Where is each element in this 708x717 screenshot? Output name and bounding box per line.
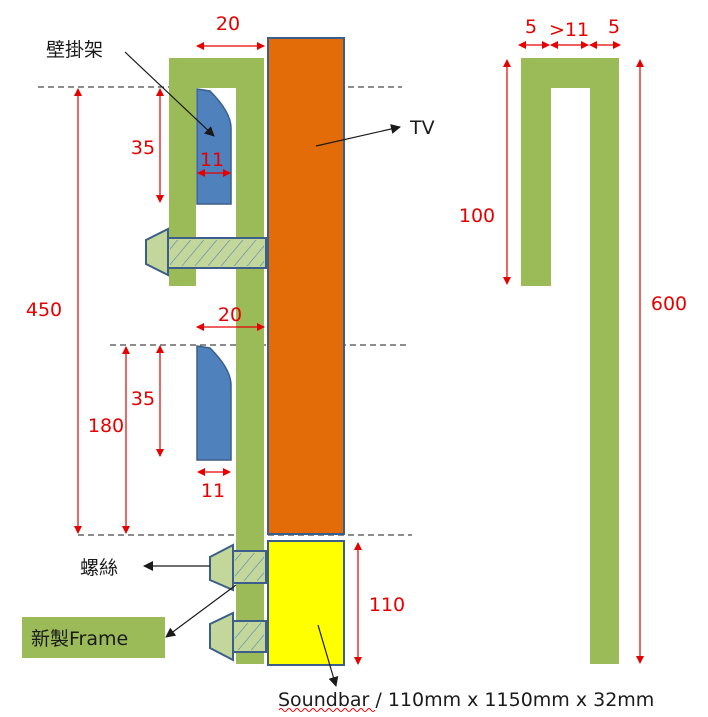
profile-bracket-shape <box>521 58 619 664</box>
leader-wall-bracket <box>124 51 215 137</box>
wall-bracket-shape <box>169 58 264 664</box>
leader-new-frame <box>165 584 237 638</box>
leader-soundbar <box>317 624 339 687</box>
new-frame-label-box <box>22 617 165 658</box>
dim-profile-short-leg: 100 <box>459 205 495 227</box>
label-soundbar: Soundbar / 110mm x 1150mm x 32mm <box>278 689 654 711</box>
label-wall-bracket: 壁掛架 <box>46 39 103 61</box>
dim-top-gap: 20 <box>216 13 240 35</box>
dim-soundbar-height: 110 <box>369 594 405 616</box>
label-screw: 螺絲 <box>80 557 118 579</box>
dim-hook-depth-upper: 35 <box>131 137 155 159</box>
label-new-frame: 新製Frame <box>31 628 128 650</box>
lower-screw-2 <box>209 611 267 662</box>
soundbar-block <box>267 540 345 666</box>
tv-panel <box>267 37 345 535</box>
dim-profile-wall-right: 5 <box>608 16 620 38</box>
label-tv: TV <box>409 117 435 139</box>
lower-screw-1 <box>209 543 267 592</box>
dim-lower-offset: 180 <box>88 415 124 437</box>
dim-hook-width-lower: 11 <box>201 480 225 502</box>
dim-hook-depth-lower: 35 <box>131 388 155 410</box>
dim-hook-width-upper: 11 <box>200 149 224 171</box>
upper-hook <box>196 88 232 205</box>
dim-profile-gap: >11 <box>549 19 589 41</box>
leader-tv <box>315 124 401 147</box>
dim-mid-gap: 20 <box>218 304 242 326</box>
upper-screw <box>145 227 267 277</box>
lower-hook <box>196 345 232 461</box>
dim-profile-wall-left: 5 <box>525 16 537 38</box>
dim-profile-long-leg: 600 <box>651 293 687 315</box>
spellcheck-underline <box>278 708 376 712</box>
dim-total-height: 450 <box>26 299 62 321</box>
